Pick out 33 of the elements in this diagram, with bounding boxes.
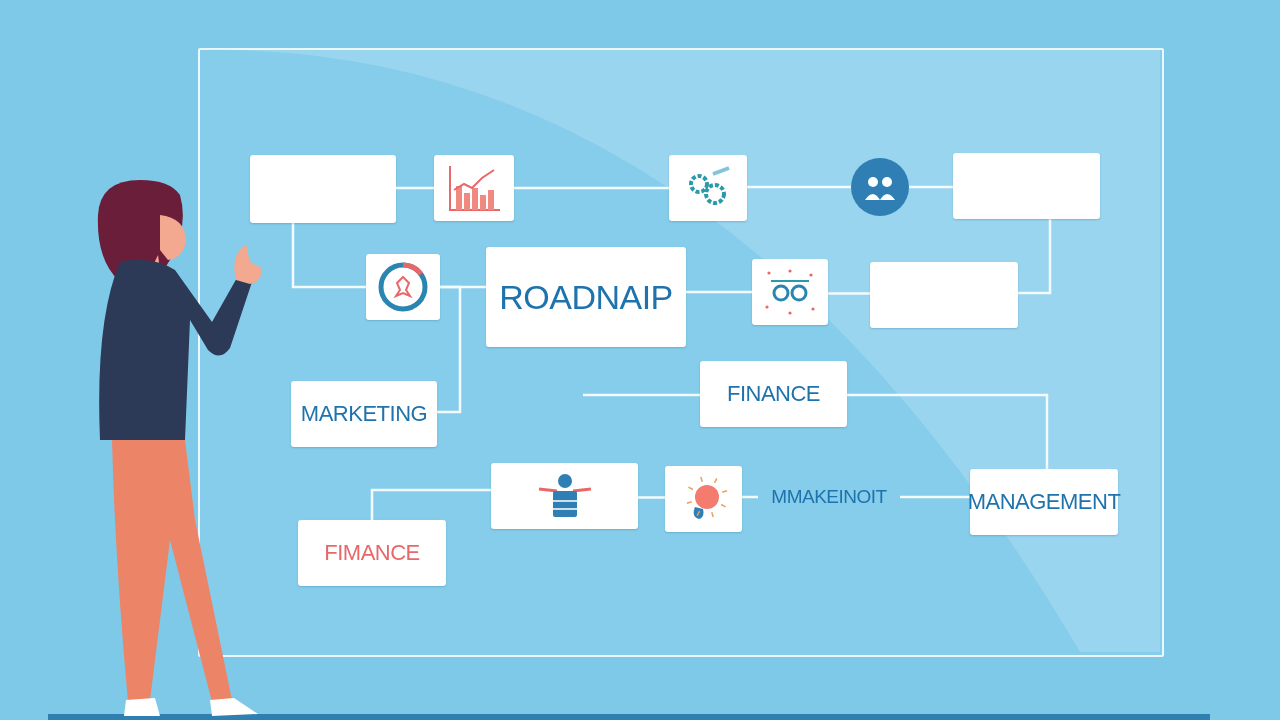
- connector-line: [396, 186, 434, 190]
- card-title: MARKETING: [300, 401, 428, 427]
- connector-line: [583, 393, 700, 397]
- connector-line: [514, 186, 669, 190]
- card-title: FIMANCE: [324, 540, 420, 566]
- card: [870, 262, 1018, 328]
- card: [250, 155, 396, 223]
- icon-card: [665, 466, 742, 532]
- label-card: [298, 520, 446, 586]
- connector-line: [437, 285, 462, 414]
- card-title: FINANCE: [726, 381, 821, 407]
- connector-line: [686, 290, 752, 294]
- label-card: [486, 247, 686, 347]
- icon-card: [752, 259, 828, 325]
- connector-line: [828, 292, 870, 295]
- icon-card: [366, 254, 440, 320]
- connector-line: [638, 496, 665, 499]
- card-title: MANAGEMENT: [967, 489, 1121, 515]
- connector-line: [909, 185, 953, 189]
- node-label: MMAKEINOIT: [771, 486, 887, 508]
- connector-line: [291, 223, 366, 289]
- icon-card: [491, 463, 638, 529]
- label-card: [700, 361, 847, 427]
- card: [953, 153, 1100, 219]
- connector-line: [1018, 219, 1052, 295]
- connector-line: [847, 393, 1049, 469]
- connector-line: [900, 495, 970, 499]
- connector-line: [370, 488, 491, 520]
- icon-card: [434, 155, 514, 221]
- label-card: [291, 381, 437, 447]
- icon-card: [669, 155, 747, 221]
- card-title: ROADNAIP: [499, 277, 673, 317]
- connector-line: [747, 185, 851, 189]
